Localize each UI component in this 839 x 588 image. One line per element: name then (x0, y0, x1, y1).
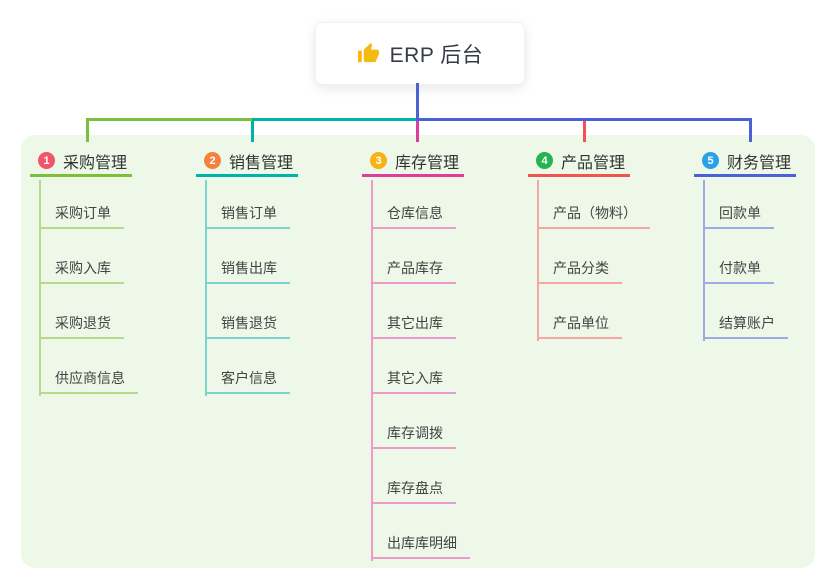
child-node[interactable]: 出库库明细 (371, 533, 470, 559)
child-row: 采购订单 (39, 203, 124, 229)
child-row: 产品分类 (537, 258, 622, 284)
branches-panel (21, 135, 815, 568)
branch-node-inventory[interactable]: 3 库存管理 (362, 147, 464, 177)
branch-node-sales[interactable]: 2 销售管理 (196, 147, 298, 177)
connector-drop-finance (749, 118, 752, 142)
root-connector-line (416, 83, 419, 121)
child-node[interactable]: 产品（物料） (537, 203, 650, 229)
child-row: 采购退货 (39, 313, 124, 339)
child-node[interactable]: 销售订单 (205, 203, 290, 229)
branch-node-purchase[interactable]: 1 采购管理 (30, 147, 132, 177)
child-row: 库存盘点 (371, 478, 456, 504)
child-row: 库存调拨 (371, 423, 456, 449)
branch-label: 产品管理 (561, 154, 626, 172)
branch-column-inventory: 3 库存管理 仓库信息 产品库存 其它出库 其它入库 库存调拨 库存盘点 出库库… (362, 0, 528, 588)
child-row: 回款单 (703, 203, 774, 229)
child-node[interactable]: 客户信息 (205, 368, 290, 394)
child-node[interactable]: 供应商信息 (39, 368, 138, 394)
branch-column-finance: 5 财务管理 回款单 付款单 结算账户 (694, 0, 839, 588)
branch-label: 财务管理 (727, 154, 792, 172)
child-row: 其它入库 (371, 368, 456, 394)
child-node[interactable]: 产品单位 (537, 313, 622, 339)
child-connector-line (371, 180, 373, 561)
child-node[interactable]: 产品分类 (537, 258, 622, 284)
child-row: 结算账户 (703, 313, 788, 339)
child-row: 产品库存 (371, 258, 456, 284)
child-node[interactable]: 库存盘点 (371, 478, 456, 504)
child-row: 销售退货 (205, 313, 290, 339)
branch-column-purchase: 1 采购管理 采购订单 采购入库 采购退货 供应商信息 (30, 0, 196, 588)
child-row: 产品（物料） (537, 203, 650, 229)
child-node[interactable]: 库存调拨 (371, 423, 456, 449)
child-connector-line (205, 180, 207, 396)
child-node[interactable]: 结算账户 (703, 313, 788, 339)
root-label: ERP 后台 (389, 43, 484, 67)
child-row: 供应商信息 (39, 368, 138, 394)
child-row: 出库库明细 (371, 533, 470, 559)
branch-column-product: 4 产品管理 产品（物料） 产品分类 产品单位 (528, 0, 694, 588)
branch-index-badge: 1 (38, 152, 55, 169)
child-node[interactable]: 回款单 (703, 203, 774, 229)
branch-index-badge: 4 (536, 152, 553, 169)
branch-index-badge: 5 (702, 152, 719, 169)
connector-drop-sales (251, 118, 254, 142)
branch-node-product[interactable]: 4 产品管理 (528, 147, 630, 177)
child-node[interactable]: 采购退货 (39, 313, 124, 339)
child-row: 产品单位 (537, 313, 622, 339)
branch-node-finance[interactable]: 5 财务管理 (694, 147, 796, 177)
connector-hline-sales (252, 118, 418, 121)
branch-label: 采购管理 (63, 154, 128, 172)
child-node[interactable]: 采购入库 (39, 258, 124, 284)
connector-drop-inventory (416, 118, 419, 142)
child-row: 付款单 (703, 258, 774, 284)
child-node[interactable]: 仓库信息 (371, 203, 456, 229)
child-row: 客户信息 (205, 368, 290, 394)
child-node[interactable]: 其它入库 (371, 368, 456, 394)
child-row: 销售订单 (205, 203, 290, 229)
child-connector-line (703, 180, 705, 341)
child-row: 销售出库 (205, 258, 290, 284)
branch-label: 库存管理 (395, 154, 460, 172)
child-row: 采购入库 (39, 258, 124, 284)
connector-hline-finance (417, 118, 751, 121)
child-connector-line (39, 180, 41, 396)
child-node[interactable]: 销售出库 (205, 258, 290, 284)
branch-label: 销售管理 (229, 154, 294, 172)
thumbs-up-icon (357, 42, 379, 63)
branch-index-badge: 2 (204, 152, 221, 169)
child-node[interactable]: 其它出库 (371, 313, 456, 339)
child-connector-line (537, 180, 539, 341)
branch-column-sales: 2 销售管理 销售订单 销售出库 销售退货 客户信息 (196, 0, 362, 588)
root-node[interactable]: ERP 后台 (315, 22, 525, 85)
child-row: 其它出库 (371, 313, 456, 339)
child-node[interactable]: 采购订单 (39, 203, 124, 229)
connector-drop-purchase (86, 118, 89, 142)
child-node[interactable]: 付款单 (703, 258, 774, 284)
child-node[interactable]: 销售退货 (205, 313, 290, 339)
connector-drop-product (583, 118, 586, 142)
branch-index-badge: 3 (370, 152, 387, 169)
child-node[interactable]: 产品库存 (371, 258, 456, 284)
child-row: 仓库信息 (371, 203, 456, 229)
